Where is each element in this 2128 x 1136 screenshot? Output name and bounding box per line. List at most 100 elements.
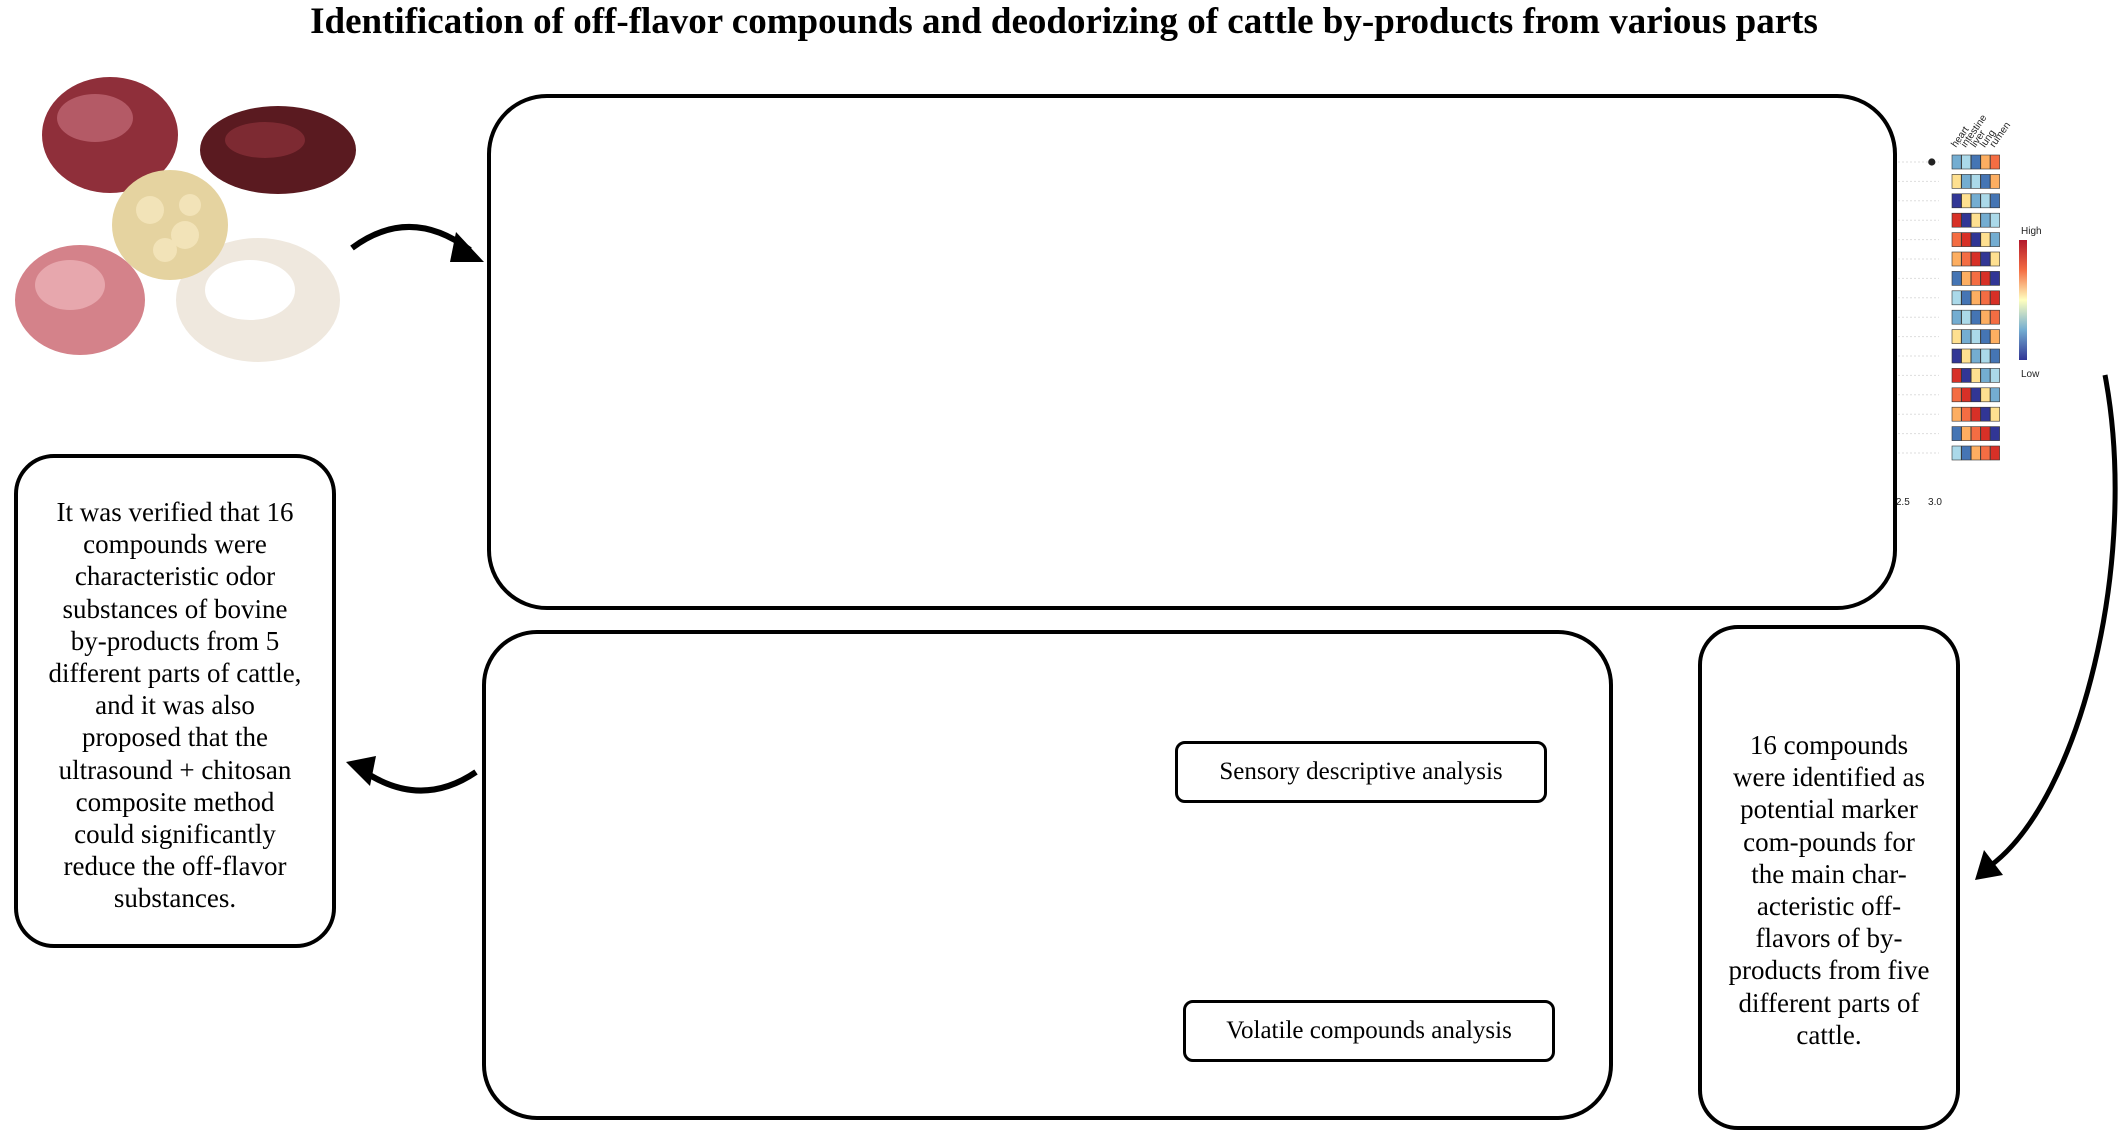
marker-line: 16 compounds: [1749, 730, 1909, 760]
vip-color-scale: [2019, 240, 2027, 360]
vip-abundance-cell: [1951, 426, 1962, 441]
conclusion-line: substances of bovine: [62, 593, 288, 624]
vip-abundance-cell: [1951, 174, 1962, 189]
arrow-head: [1975, 850, 2003, 880]
vip-abundance-cell: [1980, 368, 1991, 383]
marker-line: the main char-: [1751, 858, 1907, 889]
vip-abundance-cell: [1990, 426, 2000, 441]
vip-x-tick: 2.5: [1896, 497, 1910, 508]
conclusion-line: compounds were: [83, 529, 267, 560]
arrow-head: [450, 232, 484, 262]
vip-abundance-cell: [1951, 329, 1962, 344]
conclusion-line: characteristic odor: [74, 561, 276, 592]
volatile-analysis-box: Volatile compounds analysis: [1183, 1000, 1555, 1062]
vip-abundance-cell: [1970, 174, 1981, 189]
vip-abundance-cell: [1951, 154, 1962, 170]
vip-abundance-cell: [1990, 348, 2000, 364]
cattle-byproducts-photo: [15, 77, 356, 362]
vip-abundance-cell: [1980, 426, 1991, 441]
conclusion-line: ultrasound + chitosan: [58, 754, 292, 785]
vip-abundance-cell: [1970, 445, 1981, 461]
vip-abundance-cell: [1961, 387, 1972, 403]
vip-abundance-cell: [1990, 387, 2000, 403]
marker-line: potential marker: [1740, 794, 1918, 825]
conclusion-line: and it was also: [95, 690, 255, 721]
vip-abundance-cell: [1980, 387, 1991, 403]
arrow-head: [346, 756, 376, 786]
vip-abundance-cell: [1951, 406, 1962, 422]
vip-abundance-cell: [1951, 232, 1962, 247]
vip-abundance-cell: [1961, 193, 1972, 209]
vip-abundance-cell: [1951, 348, 1962, 364]
vip-abundance-cell: [1990, 154, 2000, 170]
vip-abundance-cell: [1980, 309, 1991, 325]
conclusion-line: could significantly: [74, 819, 276, 850]
marker-line: com-pounds for: [1743, 826, 1915, 857]
vip-abundance-cell: [1961, 290, 1972, 306]
vip-x-tick: 3.0: [1928, 497, 1942, 508]
vip-abundance-cell: [1961, 368, 1972, 383]
vip-abundance-cell: [1961, 174, 1972, 189]
marker-line: were identified as: [1733, 762, 1925, 793]
vip-abundance-cell: [1951, 212, 1962, 228]
vip-abundance-cell: [1961, 406, 1972, 422]
vip-abundance-cell: [1990, 212, 2000, 228]
vip-abundance-cell: [1961, 251, 1972, 267]
vip-abundance-cell: [1970, 212, 1981, 228]
vip-abundance-cell: [1970, 251, 1981, 267]
conclusion-line: by-products from 5: [70, 625, 280, 656]
vip-abundance-cell: [1980, 212, 1991, 228]
diagram-title: Identification of off-flavor compounds a…: [310, 1, 1818, 42]
vip-abundance-cell: [1990, 271, 2000, 286]
conclusion-line: reduce the off-flavor: [63, 851, 287, 882]
vip-abundance-cell: [1951, 251, 1962, 267]
vip-abundance-cell: [1961, 309, 1972, 325]
vip-abundance-cell: [1970, 154, 1981, 170]
vip-abundance-cell: [1951, 387, 1962, 403]
conclusion-line: It was verified that 16: [56, 497, 294, 527]
conclusion-line: different parts of cattle,: [48, 658, 302, 689]
vip-abundance-cell: [1961, 426, 1972, 441]
vip-abundance-cell: [1990, 445, 2000, 461]
vip-abundance-cell: [1951, 271, 1962, 286]
vip-abundance-cell: [1970, 232, 1981, 247]
sensory-analysis-box: Sensory descriptive analysis: [1175, 741, 1547, 803]
vip-abundance-cell: [1970, 193, 1981, 209]
instrument-analysis-panel: [487, 94, 1897, 610]
vip-abundance-cell: [1970, 290, 1981, 306]
vip-abundance-cell: [1980, 290, 1991, 306]
vip-abundance-cell: [1951, 309, 1962, 325]
vip-abundance-cell: [1961, 232, 1972, 247]
vip-abundance-cell: [1990, 368, 2000, 383]
vip-legend-low: Low: [2021, 369, 2040, 380]
vip-abundance-cell: [1970, 387, 1981, 403]
vip-point: [1928, 158, 1936, 166]
vip-abundance-cell: [1951, 193, 1962, 209]
marker-line: cattle.: [1796, 1019, 1862, 1050]
vip-abundance-cell: [1990, 290, 2000, 306]
vip-abundance-cell: [1980, 232, 1991, 247]
marker-line: acteristic off-: [1756, 891, 1902, 922]
marker-line: flavors of by-: [1755, 923, 1903, 954]
vip-abundance-cell: [1990, 193, 2000, 209]
vip-abundance-cell: [1961, 348, 1972, 364]
vip-abundance-cell: [1990, 406, 2000, 422]
arrow-to-right-note: [1988, 374, 2118, 869]
vip-abundance-cell: [1970, 271, 1981, 286]
marker-line: different parts of: [1738, 987, 1920, 1018]
vip-abundance-cell: [1980, 329, 1991, 344]
vip-abundance-cell: [1970, 309, 1981, 325]
vip-abundance-cell: [1980, 193, 1991, 209]
vip-abundance-cell: [1990, 251, 2000, 267]
vip-abundance-cell: [1980, 348, 1991, 364]
vip-abundance-cell: [1951, 368, 1962, 383]
vip-abundance-cell: [1980, 174, 1991, 189]
vip-abundance-cell: [1980, 154, 1991, 170]
vip-abundance-cell: [1980, 445, 1991, 461]
vip-abundance-cell: [1980, 406, 1991, 422]
vip-abundance-cell: [1980, 251, 1991, 267]
